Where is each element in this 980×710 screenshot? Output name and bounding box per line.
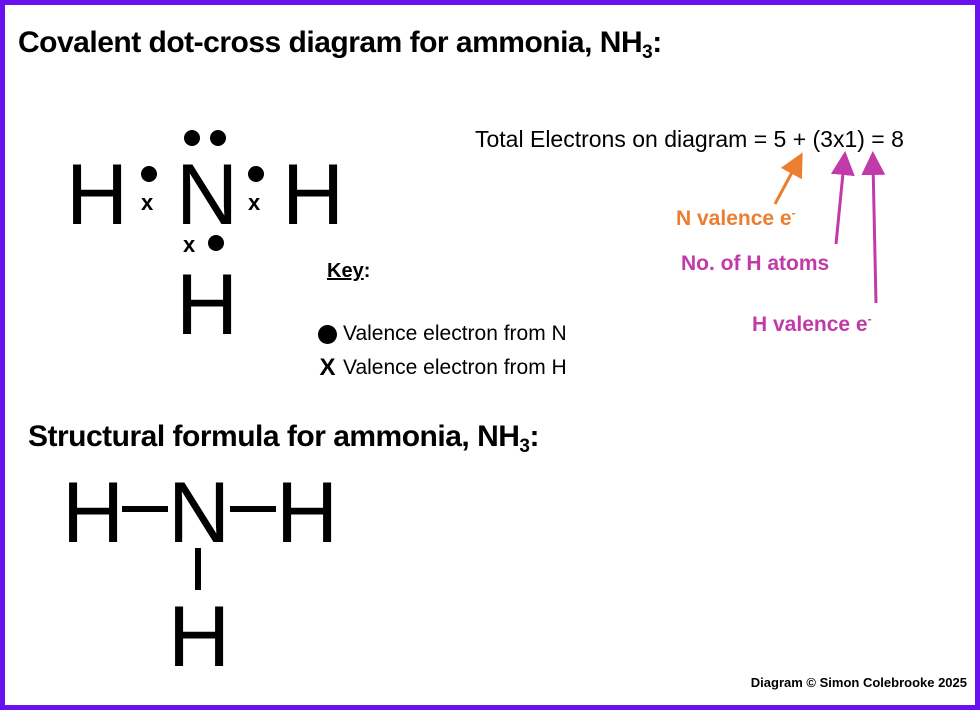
dot-icon — [318, 324, 337, 344]
total-electrons-equation: Total Electrons on diagram = 5 + (3x1) =… — [475, 126, 904, 152]
struct-atom-n: N — [168, 465, 231, 561]
struct-atom-h-right: H — [276, 465, 339, 561]
atom-n-center: N — [176, 147, 239, 243]
n-electron-left — [141, 166, 157, 182]
bond-right — [230, 506, 276, 512]
n-electron-right — [248, 166, 264, 182]
lone-pair-dot-2 — [210, 130, 226, 146]
atom-h-bottom: H — [176, 257, 239, 353]
key-item-n: Valence electron from N — [318, 322, 567, 346]
struct-atom-h-left: H — [62, 465, 125, 561]
annotation-no-of-h-atoms: No. of H atoms — [681, 252, 830, 275]
annotation-h-valence: H valence e- — [752, 312, 872, 336]
copyright-credit: Diagram © Simon Colebrooke 2025 — [750, 675, 967, 690]
bond-bottom — [195, 548, 201, 590]
structural-title: Structural formula for ammonia, NH3: — [28, 420, 539, 457]
annotation-n-valence: N valence e- — [676, 206, 796, 230]
bond-left — [122, 506, 168, 512]
struct-atom-h-bottom: H — [168, 589, 231, 685]
h-electron-right: x — [248, 190, 261, 215]
key-item-h: X Valence electron from H — [319, 354, 567, 381]
h-electron-bottom: x — [183, 232, 196, 257]
key-title: Key: — [327, 260, 371, 282]
n-electron-bottom — [208, 235, 224, 251]
lone-pair-dot-1 — [184, 130, 200, 146]
dot-cross-title: Covalent dot-cross diagram for ammonia, … — [18, 26, 662, 63]
atom-h-left: H — [66, 147, 129, 243]
h-electron-left: x — [141, 190, 154, 215]
cross-icon: X — [319, 354, 336, 381]
atom-h-right: H — [282, 147, 345, 243]
